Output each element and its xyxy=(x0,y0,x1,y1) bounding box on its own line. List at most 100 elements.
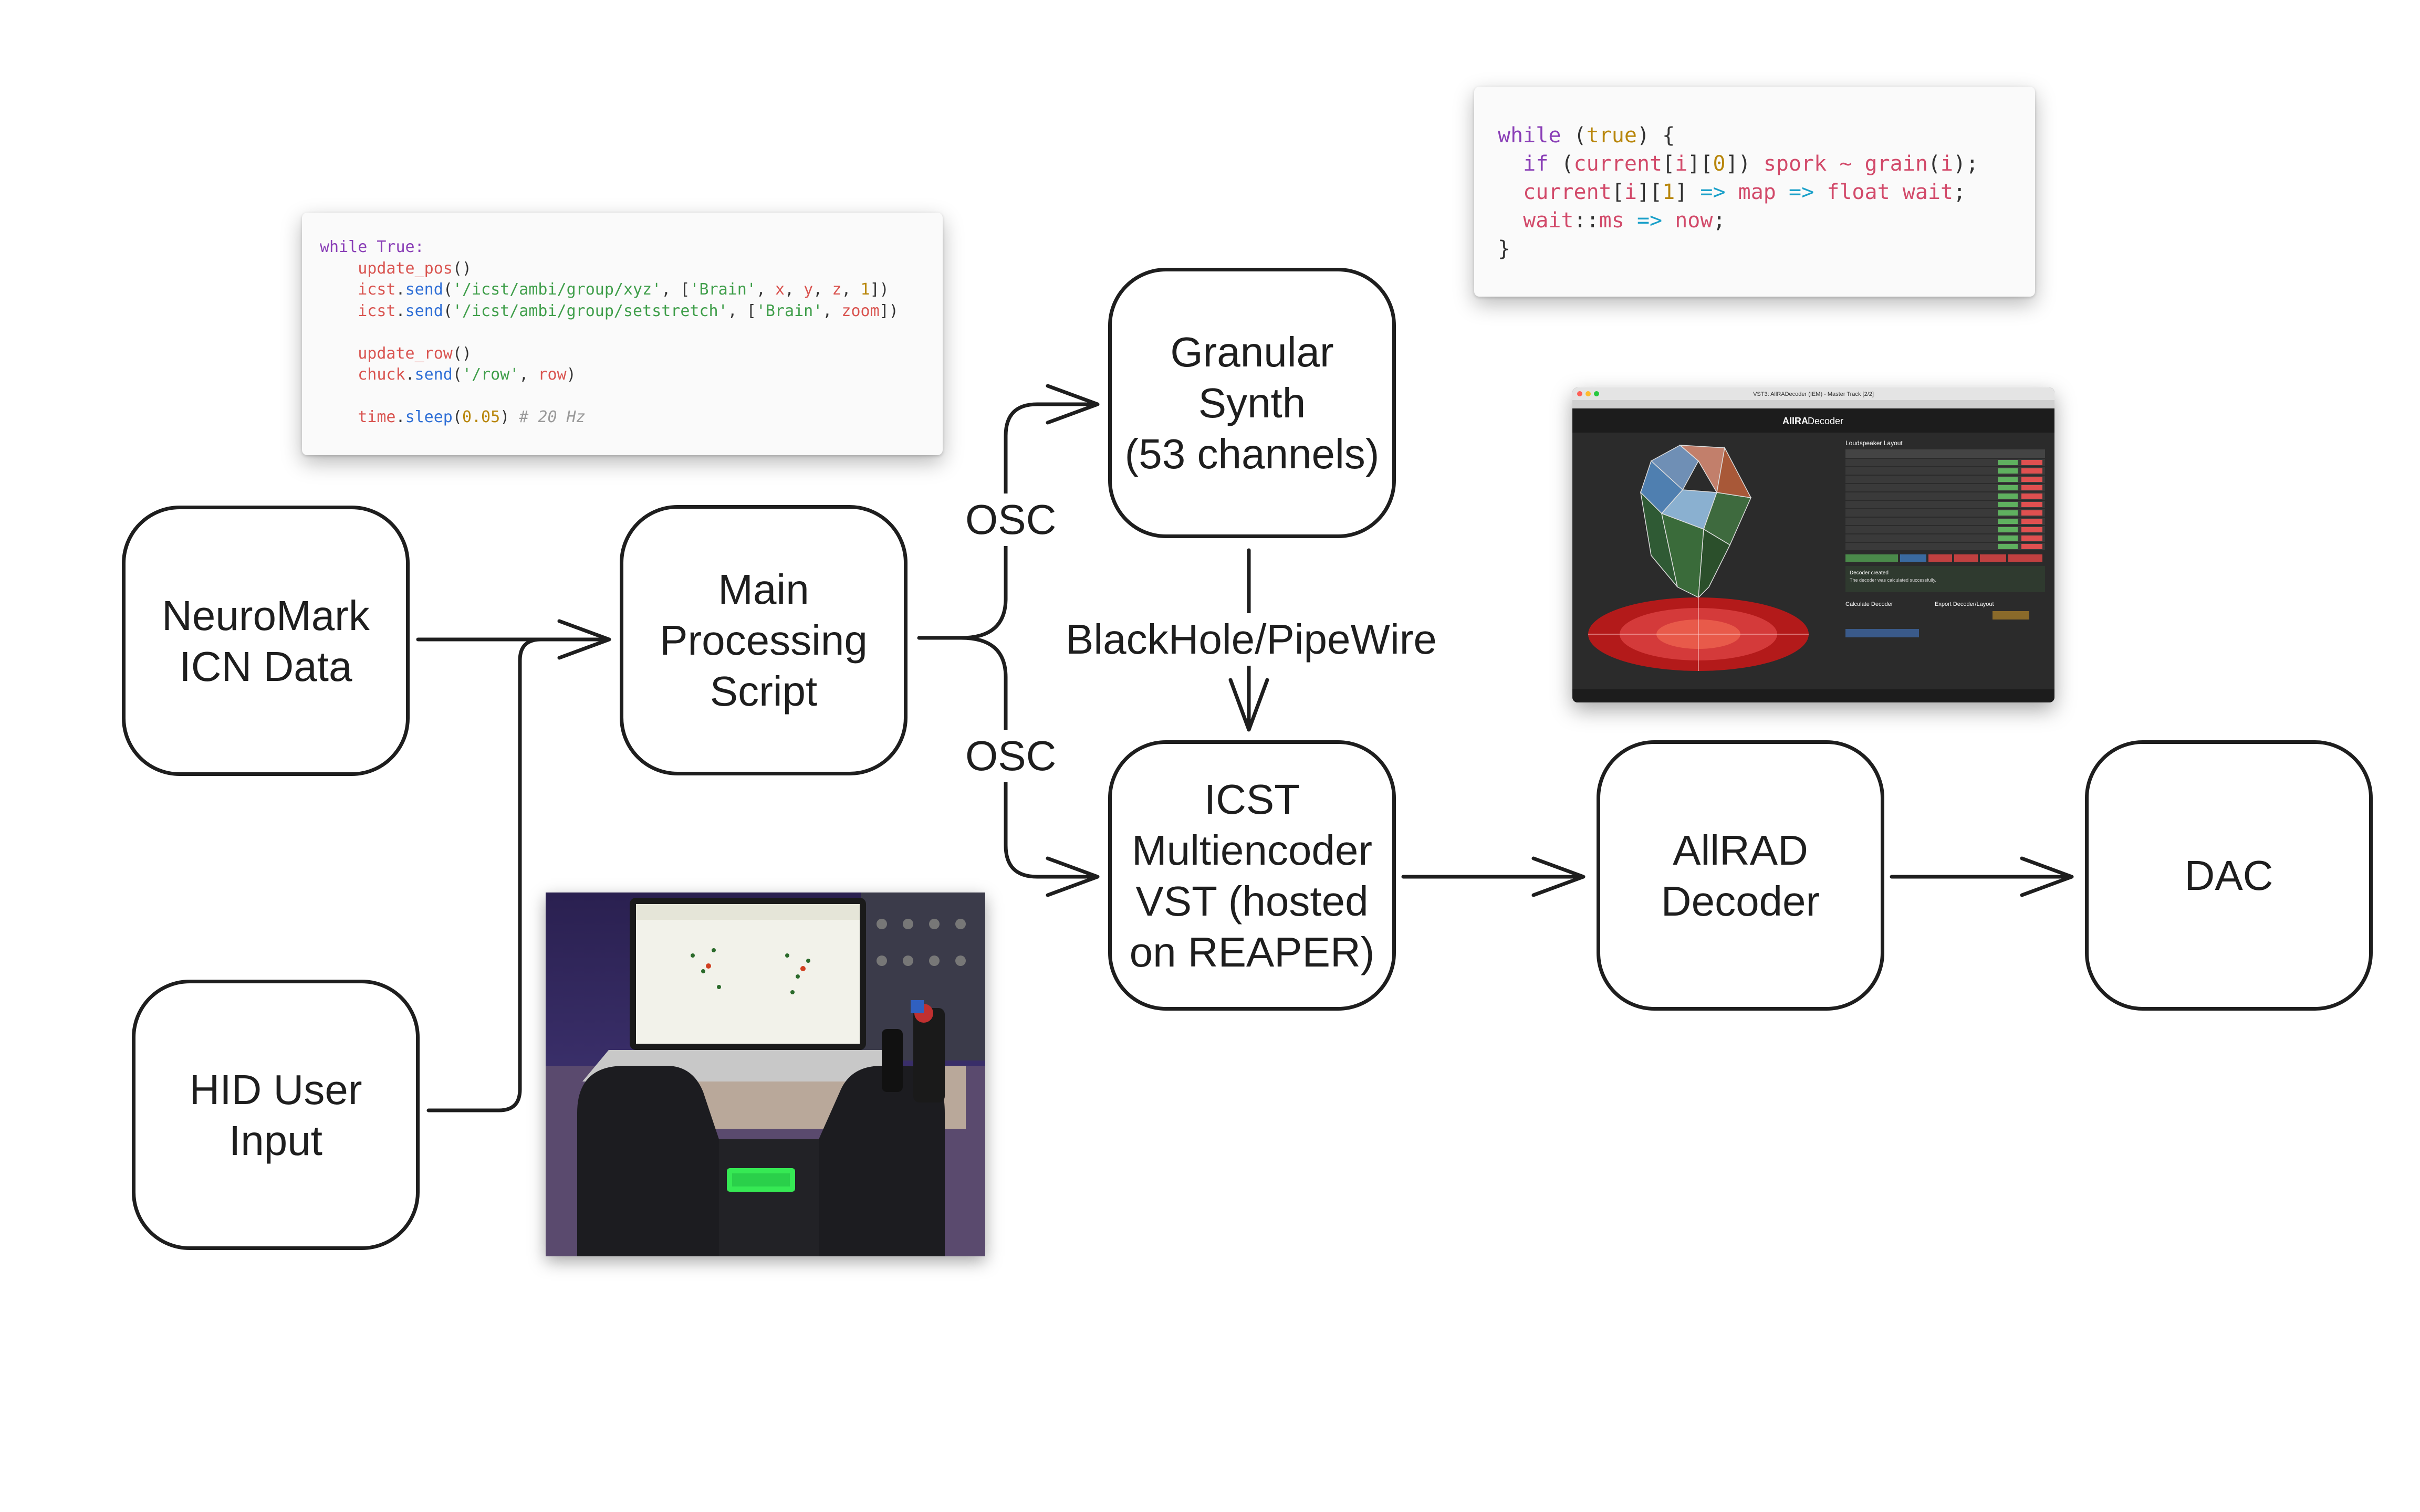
chuck-code-text: while (true) { if (current[i][0]) spork … xyxy=(1498,123,1979,261)
code-token: icst xyxy=(358,301,396,320)
decoder-window-illustration: VST3: AllRADecoder (IEM) - Master Track … xyxy=(1572,387,2054,702)
code-token: current xyxy=(1573,152,1663,176)
code-token: => xyxy=(1700,180,1726,204)
decoder-action-buttons xyxy=(1845,554,2042,562)
code-token: wait xyxy=(1902,180,1954,204)
node-label-line: Script xyxy=(710,668,818,715)
code-token: wait xyxy=(1523,208,1574,233)
code-token: update_row xyxy=(358,344,453,363)
edge-osc-to-icst xyxy=(1004,675,1097,879)
code-token: now xyxy=(1675,208,1713,233)
code-token: update_pos xyxy=(358,259,453,278)
code-token: ms xyxy=(1599,208,1624,233)
code-token: zoom xyxy=(841,301,880,320)
arrowhead-granular-in xyxy=(1046,384,1100,425)
code-token: i xyxy=(1941,152,1954,176)
code-token: i xyxy=(1624,180,1637,204)
decoder-app-name-b: Decoder xyxy=(1808,416,1843,426)
code-token: y xyxy=(804,280,813,299)
code-token: => xyxy=(1636,208,1663,233)
node-label-line: DAC xyxy=(2184,852,2273,899)
export-decoder-heading: Export Decoder/Layout xyxy=(1935,601,1994,607)
code-token: '/icst/ambi/group/setstretch' xyxy=(452,301,728,320)
code-token: => xyxy=(1788,180,1814,204)
code-token: while True: xyxy=(320,238,424,256)
code-token: ~ xyxy=(1839,152,1852,176)
decoder-app-name-a: AllRA xyxy=(1782,416,1808,426)
code-token: spork xyxy=(1763,152,1827,176)
python-code-snippet: while True: update_pos() icst.send('/ics… xyxy=(302,213,943,455)
remove-buttons-illustration xyxy=(2021,460,2042,549)
node-dac: DAC xyxy=(2085,740,2373,1011)
node-label-line: on REAPER) xyxy=(1129,928,1375,975)
node-label-line: HID User xyxy=(189,1066,362,1113)
arrowhead-icst-top xyxy=(1228,678,1269,732)
node-label-line: Input xyxy=(229,1117,322,1164)
node-label-line: Synth xyxy=(1198,380,1306,426)
code-token: x xyxy=(775,280,785,299)
code-token: 'Brain' xyxy=(756,301,823,320)
code-token: send xyxy=(414,365,453,384)
python-code-text: while True: update_pos() icst.send('/ics… xyxy=(320,238,899,426)
allradecoder-screenshot: VST3: AllRADecoder (IEM) - Master Track … xyxy=(1572,387,2054,702)
edge-label-osc-top: OSC xyxy=(958,494,1064,546)
node-label-line: VST (hosted xyxy=(1135,877,1369,925)
code-token: # 20 Hz xyxy=(519,408,586,426)
arrowhead-icst-in xyxy=(1046,856,1100,897)
code-token: 0.05 xyxy=(462,408,500,426)
code-token: '/row' xyxy=(462,365,519,384)
edge-main-to-split xyxy=(917,596,1008,640)
code-token: icst xyxy=(358,280,396,299)
loudspeaker-table-rows xyxy=(1845,459,2045,550)
decoder-window-title: VST3: AllRADecoder (IEM) - Master Track … xyxy=(1753,391,1874,397)
node-label-line: Granular xyxy=(1170,329,1334,375)
code-token: true xyxy=(1586,123,1637,148)
decoder-status-message: The decoder was calculated successfully. xyxy=(1850,578,1936,583)
code-token: '/icst/ambi/group/xyz' xyxy=(452,280,662,299)
code-token: chuck xyxy=(358,365,405,384)
node-label-line: (53 channels) xyxy=(1124,430,1380,477)
chuck-code-snippet: while (true) { if (current[i][0]) spork … xyxy=(1474,87,2035,297)
code-token: float xyxy=(1827,180,1890,204)
node-label-line: ICST xyxy=(1204,775,1300,823)
code-token: time xyxy=(358,408,396,426)
code-token: sleep xyxy=(405,408,453,426)
code-token: grain xyxy=(1864,152,1928,176)
edge-osc-to-granular xyxy=(1004,402,1097,601)
arrowhead-allrad-in xyxy=(1531,856,1585,897)
edge-label-blackhole-pipewire: BlackHole/PipeWire xyxy=(1058,613,1444,666)
arrowhead-main-in xyxy=(557,619,611,660)
code-token: z xyxy=(832,280,842,299)
loudspeaker-hull-illustration xyxy=(1640,445,1752,598)
code-token: if xyxy=(1523,152,1549,176)
code-token: while xyxy=(1498,123,1561,148)
loudspeaker-layout-heading: Loudspeaker Layout xyxy=(1845,439,1903,447)
decoder-status-title: Decoder created xyxy=(1850,570,1889,576)
arrowhead-dac-in xyxy=(2020,856,2074,897)
node-label-line: Main xyxy=(718,566,809,613)
code-token: 1 xyxy=(860,280,870,299)
hid-photo-illustration xyxy=(546,892,985,1256)
node-label-line: AllRAD xyxy=(1673,826,1808,874)
edge-hid-to-main xyxy=(426,637,543,1112)
code-token: 0 xyxy=(1713,152,1726,176)
code-token: send xyxy=(405,280,443,299)
node-label-line: ICN Data xyxy=(179,643,352,690)
hid-yoke-photo xyxy=(546,892,985,1256)
edge-label-osc-bottom: OSC xyxy=(958,730,1064,782)
code-token: 1 xyxy=(1662,180,1675,204)
edge-main-to-split-lower xyxy=(959,636,1008,679)
calculate-decoder-heading: Calculate Decoder xyxy=(1845,601,1893,607)
code-token: i xyxy=(1675,152,1688,176)
node-label-line: NeuroMark xyxy=(162,592,370,639)
node-label-line: Multiencoder xyxy=(1131,826,1372,874)
code-token: row xyxy=(538,365,567,384)
